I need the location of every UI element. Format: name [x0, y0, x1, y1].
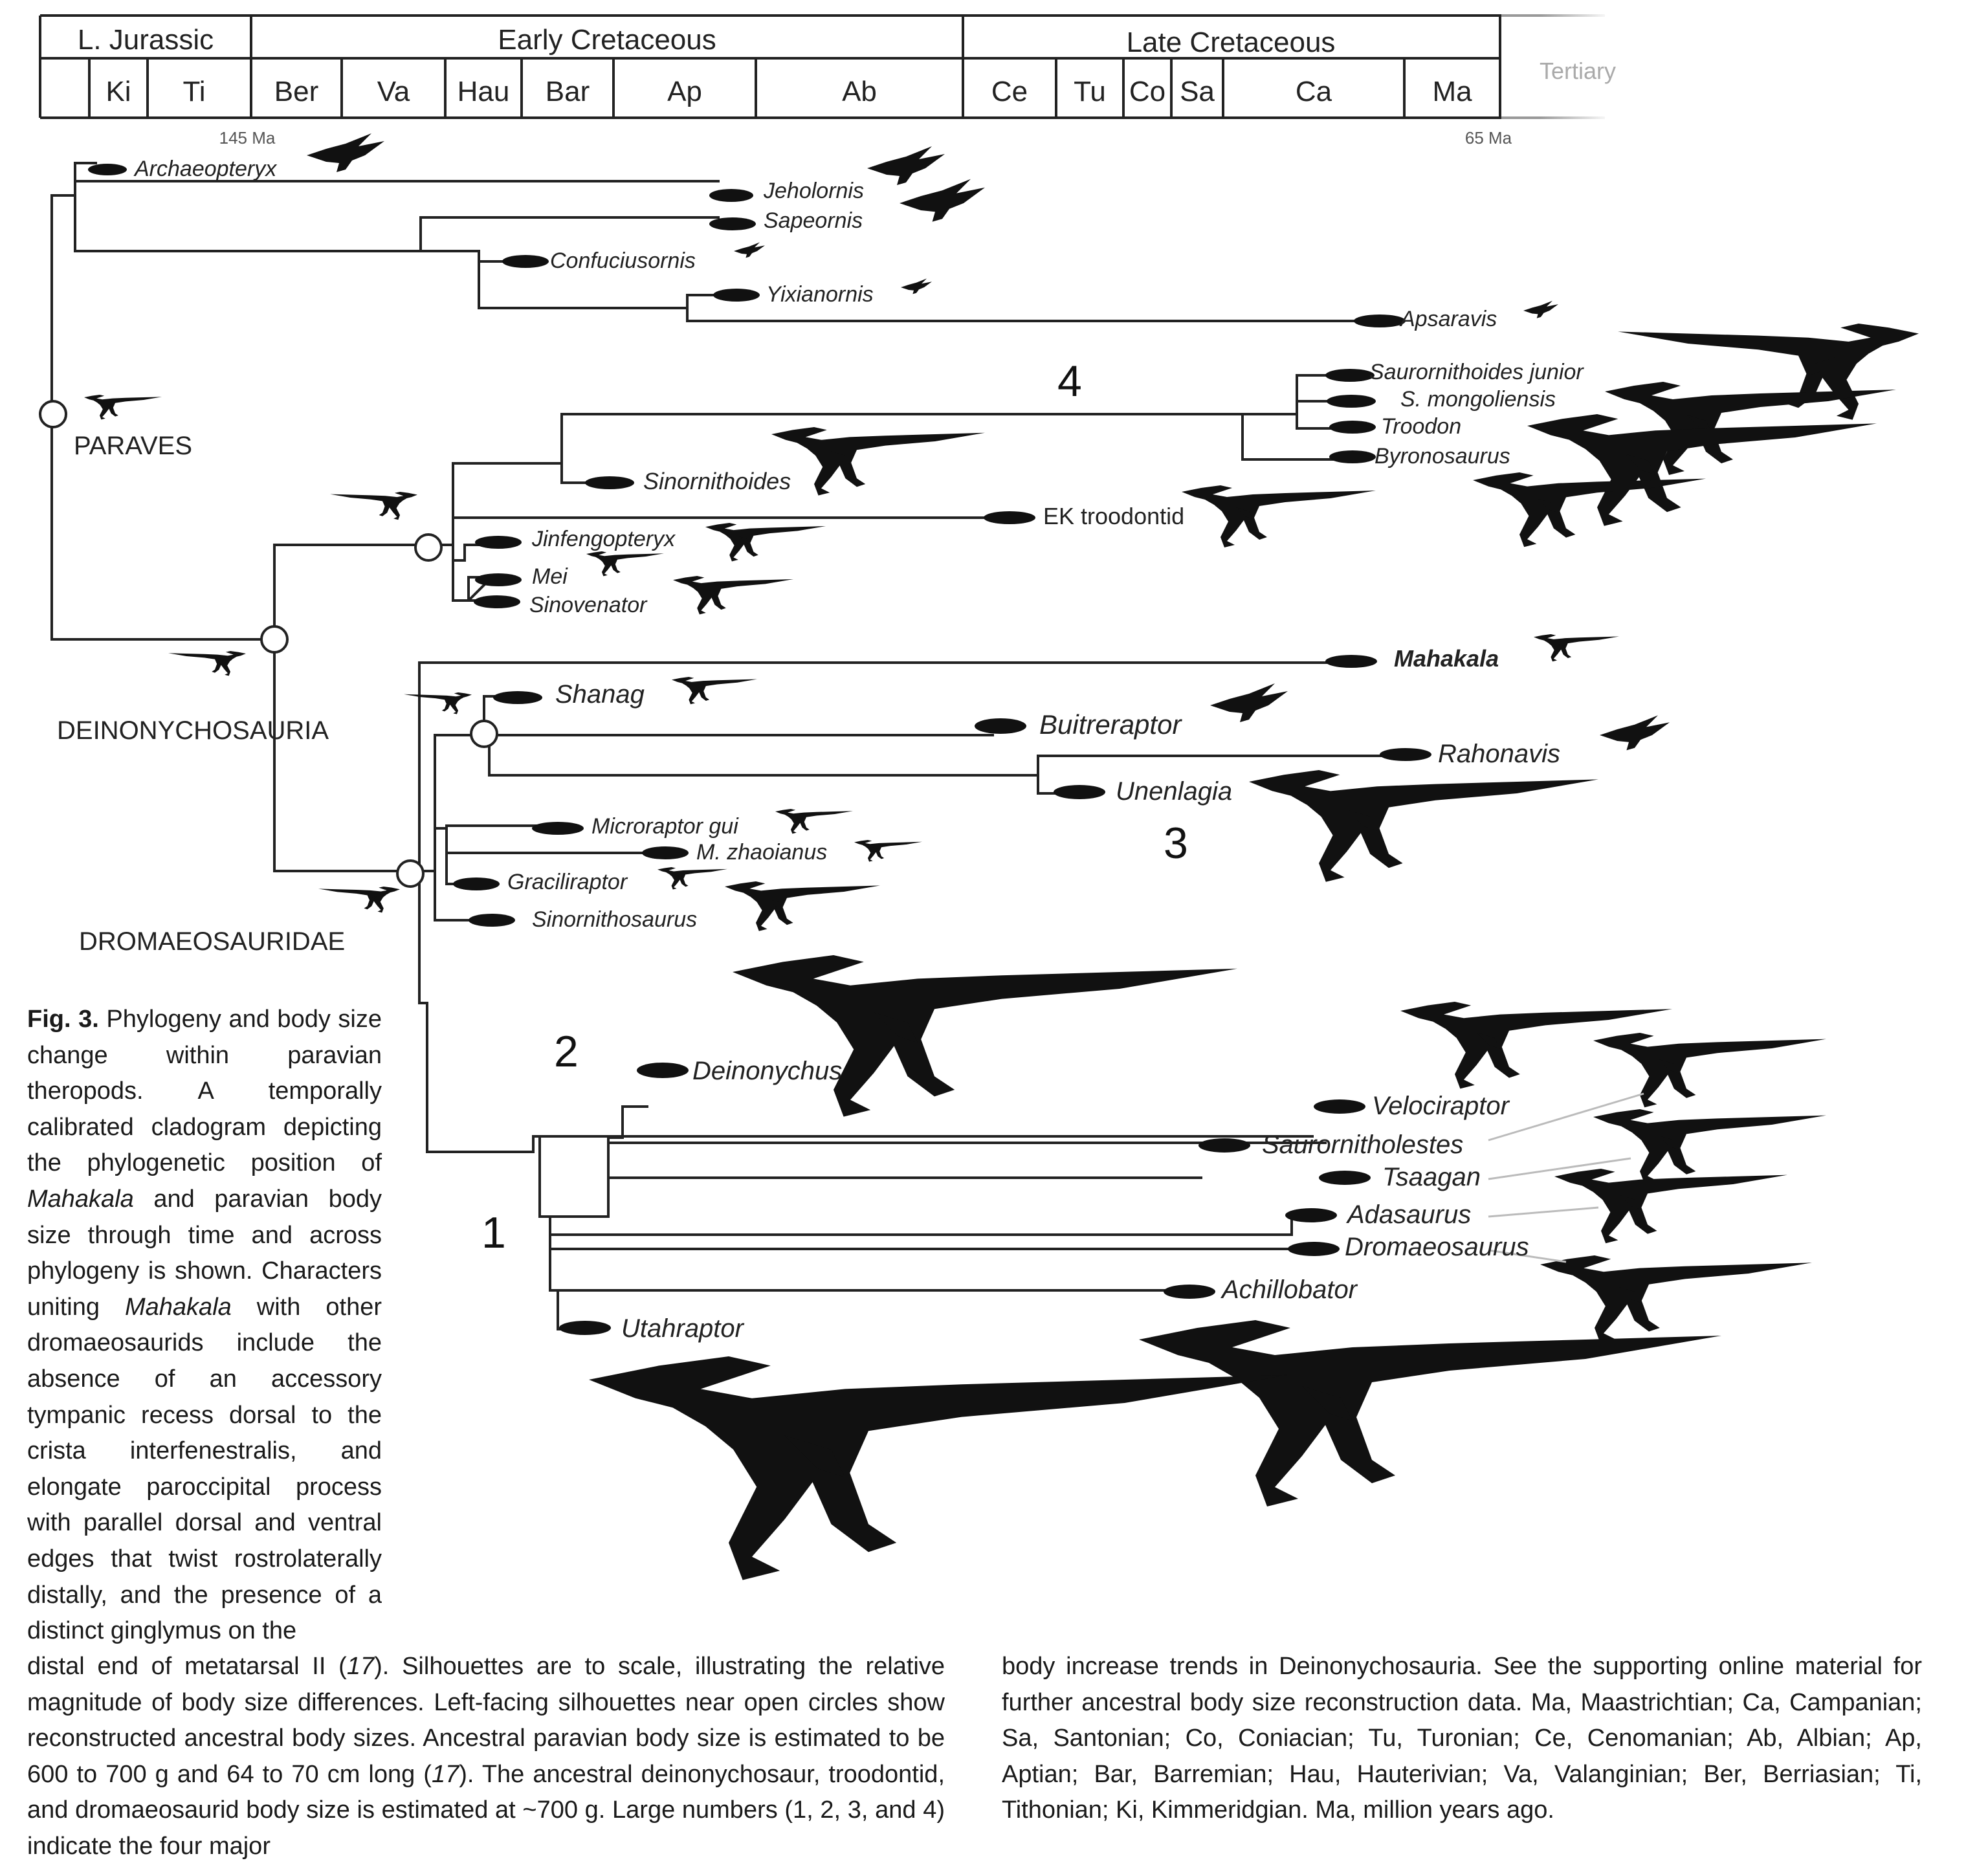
stage-label: Co	[1129, 76, 1165, 107]
taxon-label: Rahonavis	[1438, 740, 1560, 768]
taxon-label: Mahakala	[1394, 645, 1499, 672]
caption-text: body increase trends in Deinonychosauria…	[1002, 1653, 1922, 1824]
stage-label: Ti	[182, 76, 205, 107]
taxon-label: Achillobator	[1220, 1275, 1358, 1304]
taxon-label: S. mongoliensis	[1400, 387, 1556, 412]
taxon-label: Utahraptor	[621, 1314, 745, 1343]
connector-lines	[1488, 1092, 1644, 1263]
stage-label: Ap	[667, 76, 702, 107]
tip-markers	[88, 164, 1431, 1335]
stage-label: Hau	[458, 76, 510, 107]
taxon-label: Sapeornis	[764, 208, 863, 233]
taxon-label: Unenlagia	[1116, 777, 1232, 806]
taxon-label: Archaeopteryx	[133, 157, 277, 181]
caption-taxon: Mahakala	[125, 1293, 232, 1321]
period-label: Late Cretaceous	[1127, 27, 1336, 58]
caption-text: Phylogeny and body size change within pa…	[27, 1006, 382, 1177]
taxon-label: Jinfengopteryx	[531, 527, 676, 551]
figure-label: Fig. 3.	[27, 1006, 99, 1033]
figure-caption-column-left: Fig. 3. Phylogeny and body size change w…	[27, 1002, 382, 1650]
clade-label-deinonychosauria: DEINONYCHOSAURIA	[57, 716, 329, 745]
stage-label: Ma	[1432, 76, 1472, 107]
age-label-65: 65 Ma	[1465, 128, 1512, 148]
taxon-label: Graciliraptor	[507, 870, 628, 894]
caption-text: ). The ancestral deinonychosaur, troodon…	[27, 1760, 945, 1860]
period-label-tertiary: Tertiary	[1540, 58, 1616, 84]
taxon-label: Sinovenator	[529, 593, 648, 617]
taxon-label: Byronosaurus	[1375, 444, 1510, 469]
stage-label: Ab	[842, 76, 877, 107]
caption-text: ). Silhouettes are to scale, illustratin…	[27, 1653, 945, 1788]
stage-label: Bar	[546, 76, 590, 107]
figure-caption-bottom-right: body increase trends in Deinonychosauria…	[1002, 1649, 1922, 1829]
trend-number-1: 1	[481, 1208, 506, 1257]
stage-label: Tu	[1074, 76, 1106, 107]
stage-label: Ber	[274, 76, 318, 107]
caption-reference: 17	[431, 1760, 459, 1788]
trend-number-4: 4	[1057, 357, 1082, 406]
caption-text: distal end of metatarsal II (	[27, 1653, 347, 1680]
caption-reference: 17	[346, 1653, 375, 1680]
stage-label: Ca	[1296, 76, 1332, 107]
trend-number-2: 2	[554, 1027, 579, 1076]
caption-text: with other dromaeosaurids include the ab…	[27, 1293, 382, 1645]
caption-taxon: Mahakala	[27, 1185, 134, 1213]
taxon-label: Saurornithoides junior	[1369, 360, 1584, 384]
taxon-label: Sinornithosaurus	[532, 907, 697, 932]
taxon-label: Confuciusornis	[550, 248, 696, 273]
taxon-label: Dromaeosaurus	[1345, 1233, 1529, 1261]
taxon-label: Buitreraptor	[1039, 709, 1182, 740]
stage-label: Sa	[1180, 76, 1215, 107]
taxon-label: Sinornithoides	[643, 468, 791, 494]
clade-label-paraves: PARAVES	[74, 432, 192, 460]
figure-caption-bottom-left: distal end of metatarsal II (17). Silhou…	[27, 1649, 945, 1865]
taxon-label: Yixianornis	[766, 282, 874, 307]
taxon-label: Shanag	[555, 680, 645, 709]
taxon-label: Jeholornis	[763, 179, 864, 203]
stage-label: Va	[377, 76, 410, 107]
timescale	[39, 14, 1605, 119]
taxon-label: Saurornitholestes	[1262, 1131, 1463, 1159]
taxon-label: Troodon	[1381, 414, 1461, 439]
taxon-label: EK troodontid	[1043, 503, 1184, 529]
period-label: L. Jurassic	[78, 24, 214, 56]
ancestral-node-circles	[39, 400, 498, 888]
period-label: Early Cretaceous	[498, 24, 716, 56]
taxon-label: Tsaagan	[1382, 1163, 1481, 1191]
clade-label-dromaeosauridae: DROMAEOSAURIDAE	[79, 927, 345, 956]
taxon-label: Adasaurus	[1346, 1200, 1471, 1229]
taxon-label: Microraptor gui	[591, 814, 739, 839]
taxon-label: Deinonychus	[692, 1057, 842, 1085]
taxon-label: Apsaravis	[1399, 307, 1497, 331]
taxon-label: M. zhaoianus	[696, 840, 827, 865]
taxon-label: Mei	[532, 564, 568, 589]
caption-text: and paravian body size through time and …	[27, 1185, 382, 1321]
stage-label: Ce	[991, 76, 1028, 107]
trend-number-3: 3	[1164, 819, 1188, 868]
age-label-145: 145 Ma	[219, 128, 276, 148]
taxon-label: Velociraptor	[1372, 1092, 1510, 1120]
stage-label: Ki	[105, 76, 131, 107]
